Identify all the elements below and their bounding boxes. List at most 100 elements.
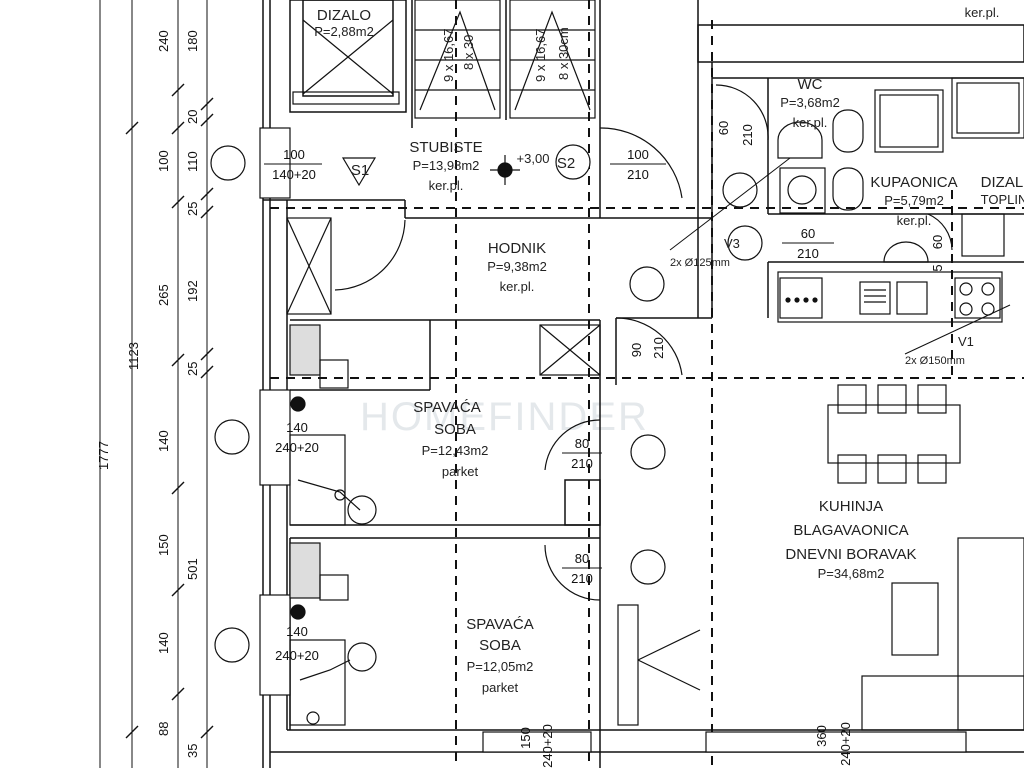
duct-v1: V1 (958, 334, 974, 349)
wc-floor: ker.pl. (793, 115, 828, 130)
door-swings (334, 84, 953, 601)
hall-floor: ker.pl. (500, 279, 535, 294)
bed2-line1: SPAVAĆA (466, 616, 534, 633)
dim-inner-12: 140 (156, 632, 171, 654)
dimension-labels: 1777 1123 501 240 180 20 100 110 25 265 … (96, 30, 200, 758)
walls (262, 0, 1024, 768)
boiler-line2: TOPLIN (981, 192, 1024, 207)
stair-steps-right-2: 8 x 30cm (556, 27, 571, 80)
living-door-h: 210 (651, 337, 666, 359)
dim-inner-9: 25 (185, 362, 200, 376)
bed1-line1: SPAVAĆA (413, 399, 481, 416)
duct-leaders (669, 157, 1011, 355)
living-furniture (617, 384, 1024, 731)
dim-inner-13: 88 (156, 722, 171, 736)
dim-inner-11: 150 (156, 534, 171, 556)
bed2-win-h: 240+20 (275, 648, 319, 663)
stair-door-w: 100 (627, 147, 649, 162)
room-labels: DIZALO P=2,88m2 STUBISTE P=13,98m2 ker.p… (314, 5, 1024, 695)
installation-shafts (286, 217, 601, 376)
dim-inner-1: 240 (156, 30, 171, 52)
bottom-win2-w: 360 (814, 725, 829, 747)
bed2-door-w: 80 (575, 551, 589, 566)
duct-labels: V3 2x Ø125mm V1 2x Ø150mm (670, 236, 974, 367)
bath-side-h: 5 (930, 264, 945, 271)
symbol-s2: S2 (557, 155, 575, 172)
dim-inner-14: 35 (185, 744, 200, 758)
bed1-area: P=12,43m2 (422, 443, 489, 458)
symbol-s1: S1 (351, 162, 369, 179)
stair-area: P=13,98m2 (413, 158, 480, 173)
lift-area: P=2,88m2 (314, 24, 374, 39)
bath-side-w: 60 (930, 235, 945, 249)
kitchen-counter (777, 271, 1003, 323)
stair-door-h: 210 (627, 167, 649, 182)
hall-area: P=9,38m2 (487, 259, 547, 274)
duct-v3-size: 2x Ø125mm (670, 257, 730, 269)
bottom-win1-h: 240+20 (540, 724, 555, 768)
living-line3: DNEVNI BORAVAK (785, 546, 916, 563)
bottom-win1-w: 150 (518, 727, 533, 749)
stair-top-floor: ker.pl. (965, 5, 1000, 20)
stair-floor: ker.pl. (429, 178, 464, 193)
bedroom-furniture (289, 324, 377, 726)
living-door-w: 90 (629, 343, 644, 357)
bottom-win2-h: 240+20 (838, 722, 853, 766)
bed2-win-w: 140 (286, 624, 308, 639)
bed2-area: P=12,05m2 (467, 659, 534, 674)
opening-labels: 100 140+20 100 210 60 210 60 210 60 5 90… (264, 121, 945, 768)
dim-inner-5: 110 (185, 151, 200, 172)
stair-level: +3,00 (517, 151, 550, 166)
bed1-floor: parket (442, 464, 479, 479)
stair-win-w: 100 (283, 147, 305, 162)
wc-door-h: 210 (740, 124, 755, 146)
wc-door-w: 60 (716, 121, 731, 135)
bed1-line2: SOBA (434, 421, 476, 438)
wc-area: P=3,68m2 (780, 95, 840, 110)
lift-shaft (292, 19, 400, 105)
beam-lines (270, 0, 1024, 768)
bed1-door-h: 210 (571, 456, 593, 471)
living-area: P=34,68m2 (818, 566, 885, 581)
dim-inner-10: 140 (156, 430, 171, 452)
windows (259, 127, 967, 753)
wc-name: WC (798, 76, 823, 93)
dim-inner-4: 100 (156, 150, 171, 172)
dim-inner-2: 180 (185, 30, 200, 52)
boiler-line1: DIZALI (981, 174, 1024, 191)
stair-steps-right: 9 x 16,67 (533, 29, 548, 83)
opening-markers (210, 145, 763, 663)
bath-door-w: 60 (801, 226, 815, 241)
dim-inner-7: 265 (156, 284, 171, 306)
stair-win-h: 140+20 (272, 167, 316, 182)
dimension-lines (99, 0, 214, 768)
bathroom-fixtures (777, 77, 1024, 263)
bath-name: KUPAONICA (870, 174, 957, 191)
duct-v1-size: 2x Ø150mm (905, 355, 965, 367)
stair-flights (414, 0, 596, 119)
stair-steps-left-2: 8 x 30 (461, 35, 476, 70)
dim-inner-6: 25 (185, 202, 200, 216)
hall-name: HODNIK (488, 240, 546, 257)
bed2-door-h: 210 (571, 571, 593, 586)
bed1-door-w: 80 (575, 436, 589, 451)
bed2-floor: parket (482, 680, 519, 695)
duct-v3: V3 (724, 236, 740, 251)
lift-name: DIZALO (317, 7, 371, 24)
dim-inner-3: 20 (185, 110, 200, 124)
stair-steps-left: 9 x 16,67 (441, 29, 456, 83)
bath-area: P=5,79m2 (884, 193, 944, 208)
dim-outer: 1777 (96, 441, 111, 470)
bed1-win-h: 240+20 (275, 440, 319, 455)
bath-floor: ker.pl. (897, 213, 932, 228)
bath-door-h: 210 (797, 246, 819, 261)
living-line2: BLAGAVAONICA (793, 522, 908, 539)
dim-mid-2: 501 (185, 558, 200, 580)
watermark-text: HOMEFINDER (360, 395, 649, 439)
bed2-line2: SOBA (479, 637, 521, 654)
dim-mid-1: 1123 (126, 342, 141, 370)
living-line1: KUHINJA (819, 498, 883, 515)
bed1-win-w: 140 (286, 420, 308, 435)
stair-name: STUBISTE (409, 139, 482, 156)
